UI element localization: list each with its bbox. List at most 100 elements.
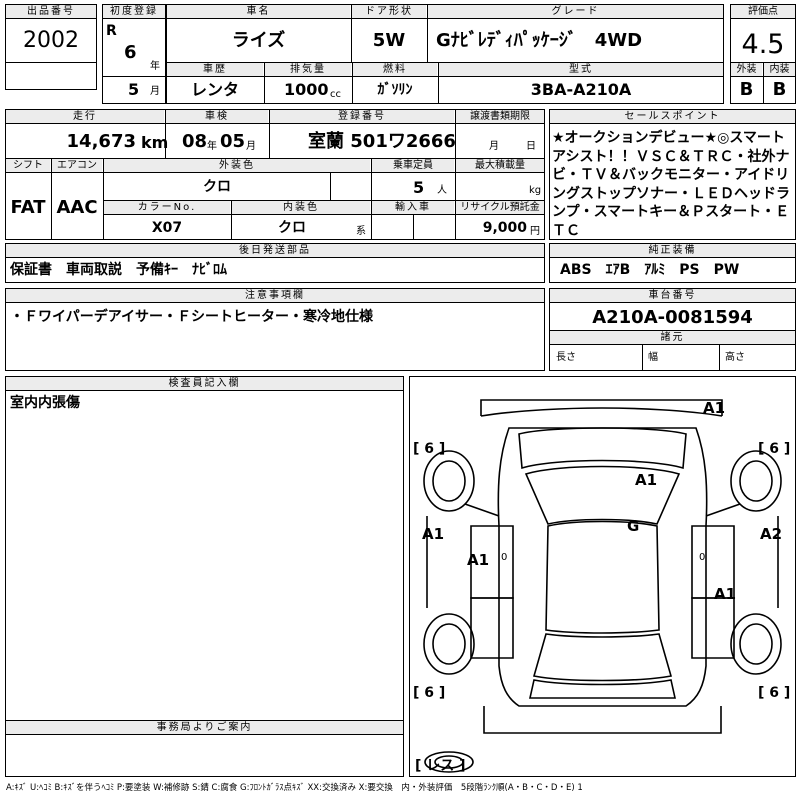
color-no-value: X07 <box>151 220 183 236</box>
inspector-label: 検査員記入欄 <box>6 377 403 390</box>
right-rear-door <box>691 597 735 659</box>
office-box <box>5 720 404 777</box>
equipment-label: 純正装備 <box>550 244 795 257</box>
tire-depth-front-left: [ 6 ] <box>413 441 446 457</box>
spare-tire-status: [ レス ] <box>415 758 466 774</box>
chassis-box <box>549 288 796 371</box>
equipment-box <box>549 243 796 283</box>
color-no-label: カラーNo. <box>104 201 230 214</box>
hood <box>518 427 687 470</box>
delivery-parts-text: 保証書 車両取説 予備ｷｰ ﾅﾋﾞﾛﾑ <box>10 262 227 278</box>
roof <box>545 520 660 634</box>
body-outline <box>497 427 708 707</box>
car-name: ライズ <box>231 30 286 51</box>
damage-mark-windshield: G <box>627 517 640 535</box>
int-color-label: 内装色 <box>232 201 370 214</box>
notes-label: 注意事項欄 <box>6 289 544 302</box>
ext-color-label: 外装色 <box>104 159 370 172</box>
inspector-text: 室内内張傷 <box>10 395 80 411</box>
wheel-front-right <box>730 450 782 512</box>
lot-number: 2002 <box>23 28 79 53</box>
spare-tire <box>424 751 474 773</box>
ac-value: AAC <box>56 197 98 218</box>
notes-text: ・Ｆワイパーデアイサー・Ｆシートヒーター・寒冷地仕様 <box>10 309 374 325</box>
sales-points-text: ★オークションデビュー★◎スマートアシスト！！ＶＳＣ＆ＴＲＣ・社外ナビ・ＴＶ＆バ… <box>552 130 790 239</box>
inspector-box <box>5 376 404 721</box>
load-label: 最大積載量 <box>456 159 544 172</box>
month-unit: 月 <box>150 86 160 97</box>
lot-label: 出品番号 <box>6 5 96 18</box>
mileage-label: 走行 <box>6 110 164 123</box>
zero-mark-right: 0 <box>699 552 706 563</box>
notes-box <box>5 288 545 371</box>
diagram-box <box>409 376 796 777</box>
chassis-number: A210A-0081594 <box>592 307 753 328</box>
inspection-year: 08 <box>182 131 208 152</box>
mileage-unit: km <box>141 133 169 152</box>
year-value: 6 <box>124 42 137 63</box>
month-value: 5 <box>128 80 140 99</box>
height-label: 高さ <box>725 352 745 363</box>
interior-grade: B <box>772 79 787 100</box>
ac-label: エアコン <box>52 159 102 172</box>
displacement-label: 排気量 <box>265 63 351 76</box>
exterior-grade: B <box>739 79 754 100</box>
wheel-rear-left <box>423 613 475 675</box>
inspection-month-unit: 月 <box>246 141 256 152</box>
interior-label: 内装 <box>764 63 795 76</box>
damage-mark-left-front-fender: A1 <box>422 525 445 543</box>
damage-legend: A:ｷｽﾞ U:ﾍｺﾐ B:ｷｽﾞを伴うﾍｺﾐ P:要塗装 W:補修跡 S:錆 … <box>6 783 583 793</box>
delivery-parts-box <box>5 243 545 283</box>
tire-depth-rear-left: [ 6 ] <box>413 685 446 701</box>
wheel-rear-right <box>730 613 782 675</box>
history-label: 車歴 <box>167 63 263 76</box>
office-label: 事務局よりご案内 <box>6 721 403 734</box>
model-value: 3BA-A210A <box>530 80 632 99</box>
transfer-label: 譲渡書類期限 <box>456 110 544 123</box>
sales-points-box <box>549 109 796 240</box>
ext-color-value: クロ <box>203 179 231 195</box>
tire-depth-front-right: [ 6 ] <box>758 441 791 457</box>
recycle-unit: 円 <box>530 226 540 237</box>
first-reg-label: 初度登録 <box>103 5 165 18</box>
front-bumper <box>480 399 723 416</box>
sales-points-label: セールスポイント <box>550 110 795 123</box>
car-name-label: 車名 <box>167 5 350 18</box>
import-label: 輸入車 <box>372 201 454 214</box>
grade: Gﾅﾋﾞﾚﾃﾞｨﾊﾟｯｹｰｼﾞ 4WD <box>436 30 643 51</box>
capacity-unit: 人 <box>437 185 447 196</box>
damage-mark-front-bumper: A1 <box>703 399 726 417</box>
door-type: 5W <box>372 30 406 51</box>
wheel-front-left <box>423 450 475 512</box>
score-label: 評価点 <box>731 5 795 18</box>
capacity-value: 5 <box>413 178 425 197</box>
shift-value: FAT <box>10 197 46 218</box>
equipment-text: ABS ｴｱB ｱﾙﾐ PS PW <box>560 262 740 278</box>
vehicle-info-box <box>166 4 724 104</box>
fuel-label: 燃料 <box>353 63 437 76</box>
width-label: 幅 <box>648 352 658 363</box>
damage-mark-right-front-fender: A2 <box>760 525 783 543</box>
windshield <box>524 465 681 525</box>
history-value: レンタ <box>190 80 239 99</box>
rear-bumper <box>483 706 722 734</box>
inspection-month: 05 <box>220 131 246 152</box>
damage-mark-hood: A1 <box>635 471 658 489</box>
transfer-day-unit: 日 <box>526 141 536 152</box>
first-registration-box <box>102 4 166 104</box>
era-value: R <box>106 23 117 39</box>
int-color-unit: 系 <box>356 226 366 237</box>
specs-box <box>5 109 545 240</box>
rear-window <box>532 633 673 682</box>
car-diagram <box>423 399 782 773</box>
damage-mark-right-rear-door: A1 <box>714 585 737 603</box>
chassis-label: 車台番号 <box>550 289 795 302</box>
door-label: ドア形状 <box>352 5 426 18</box>
displacement-value: 1000 <box>284 80 329 99</box>
shift-label: シフト <box>6 159 50 172</box>
dims-label: 諸元 <box>550 331 795 344</box>
transfer-month-unit: 月 <box>489 141 499 152</box>
recycle-value: 9,000 <box>482 220 527 236</box>
capacity-label: 乗車定員 <box>372 159 454 172</box>
inspection-year-unit: 年 <box>207 141 217 152</box>
